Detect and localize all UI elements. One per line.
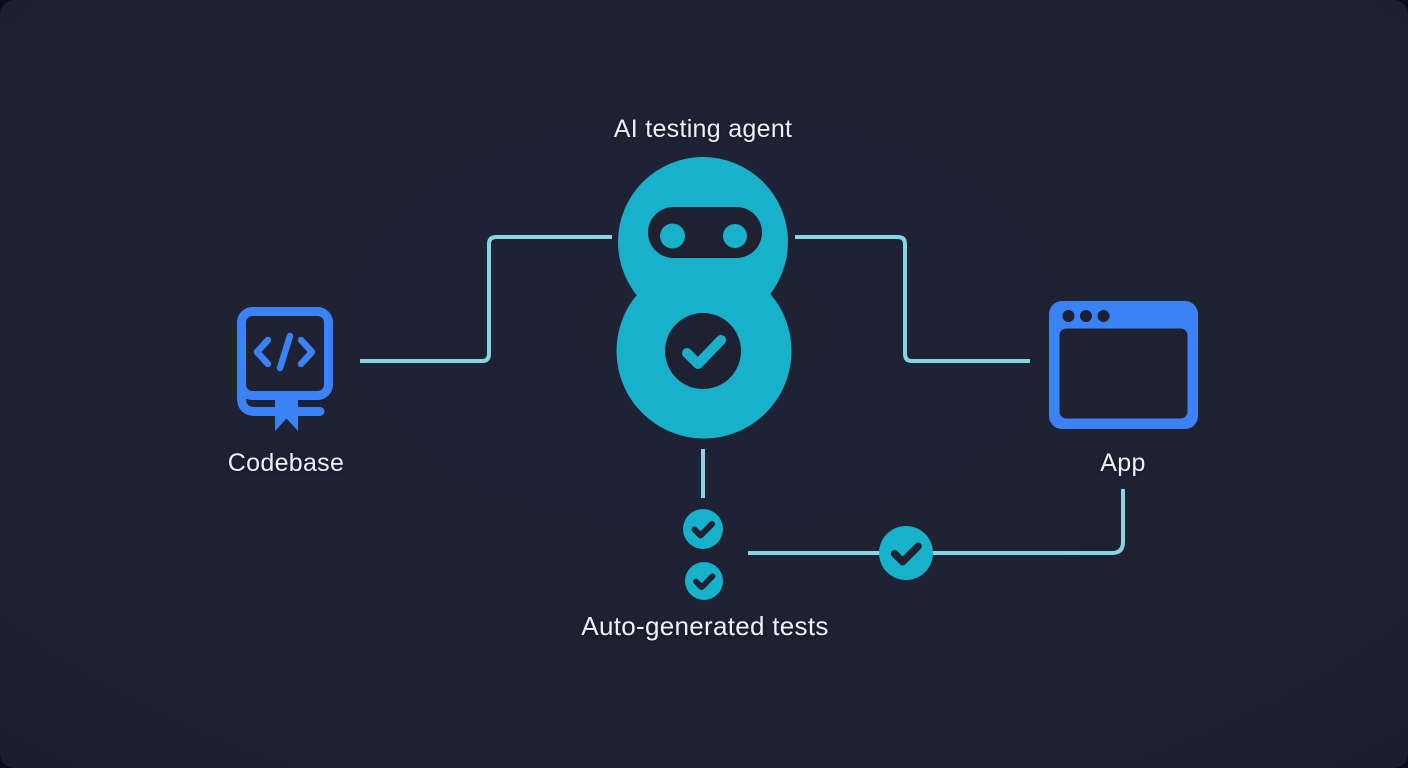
agent-title-label: AI testing agent bbox=[613, 115, 793, 143]
book-bookmark-ribbon bbox=[275, 394, 298, 431]
browser-window-icon bbox=[1049, 301, 1198, 429]
book-code-icon bbox=[237, 307, 333, 431]
tests-label: Auto-generated tests bbox=[581, 611, 829, 641]
robot-check-circle bbox=[665, 313, 741, 389]
check-badge-icon bbox=[685, 562, 723, 600]
code-brackets-glyph bbox=[253, 332, 316, 372]
book-spine-curl bbox=[237, 370, 325, 416]
app-label: App bbox=[1100, 449, 1146, 477]
check-badge-icon bbox=[879, 526, 933, 580]
robot-check-mark bbox=[682, 335, 726, 369]
robot-icon bbox=[616, 157, 792, 439]
robot-eye-left bbox=[660, 223, 685, 249]
window-content-area bbox=[1059, 328, 1188, 419]
window-dots bbox=[1062, 310, 1110, 322]
check-badge-icon bbox=[683, 509, 723, 549]
codebase-label: Codebase bbox=[227, 449, 345, 477]
edge-agent-to-app bbox=[795, 235, 1030, 363]
edge-codebase-to-agent bbox=[360, 235, 612, 363]
robot-eye-right bbox=[723, 224, 747, 248]
edge-tests-to-app bbox=[748, 489, 1125, 555]
